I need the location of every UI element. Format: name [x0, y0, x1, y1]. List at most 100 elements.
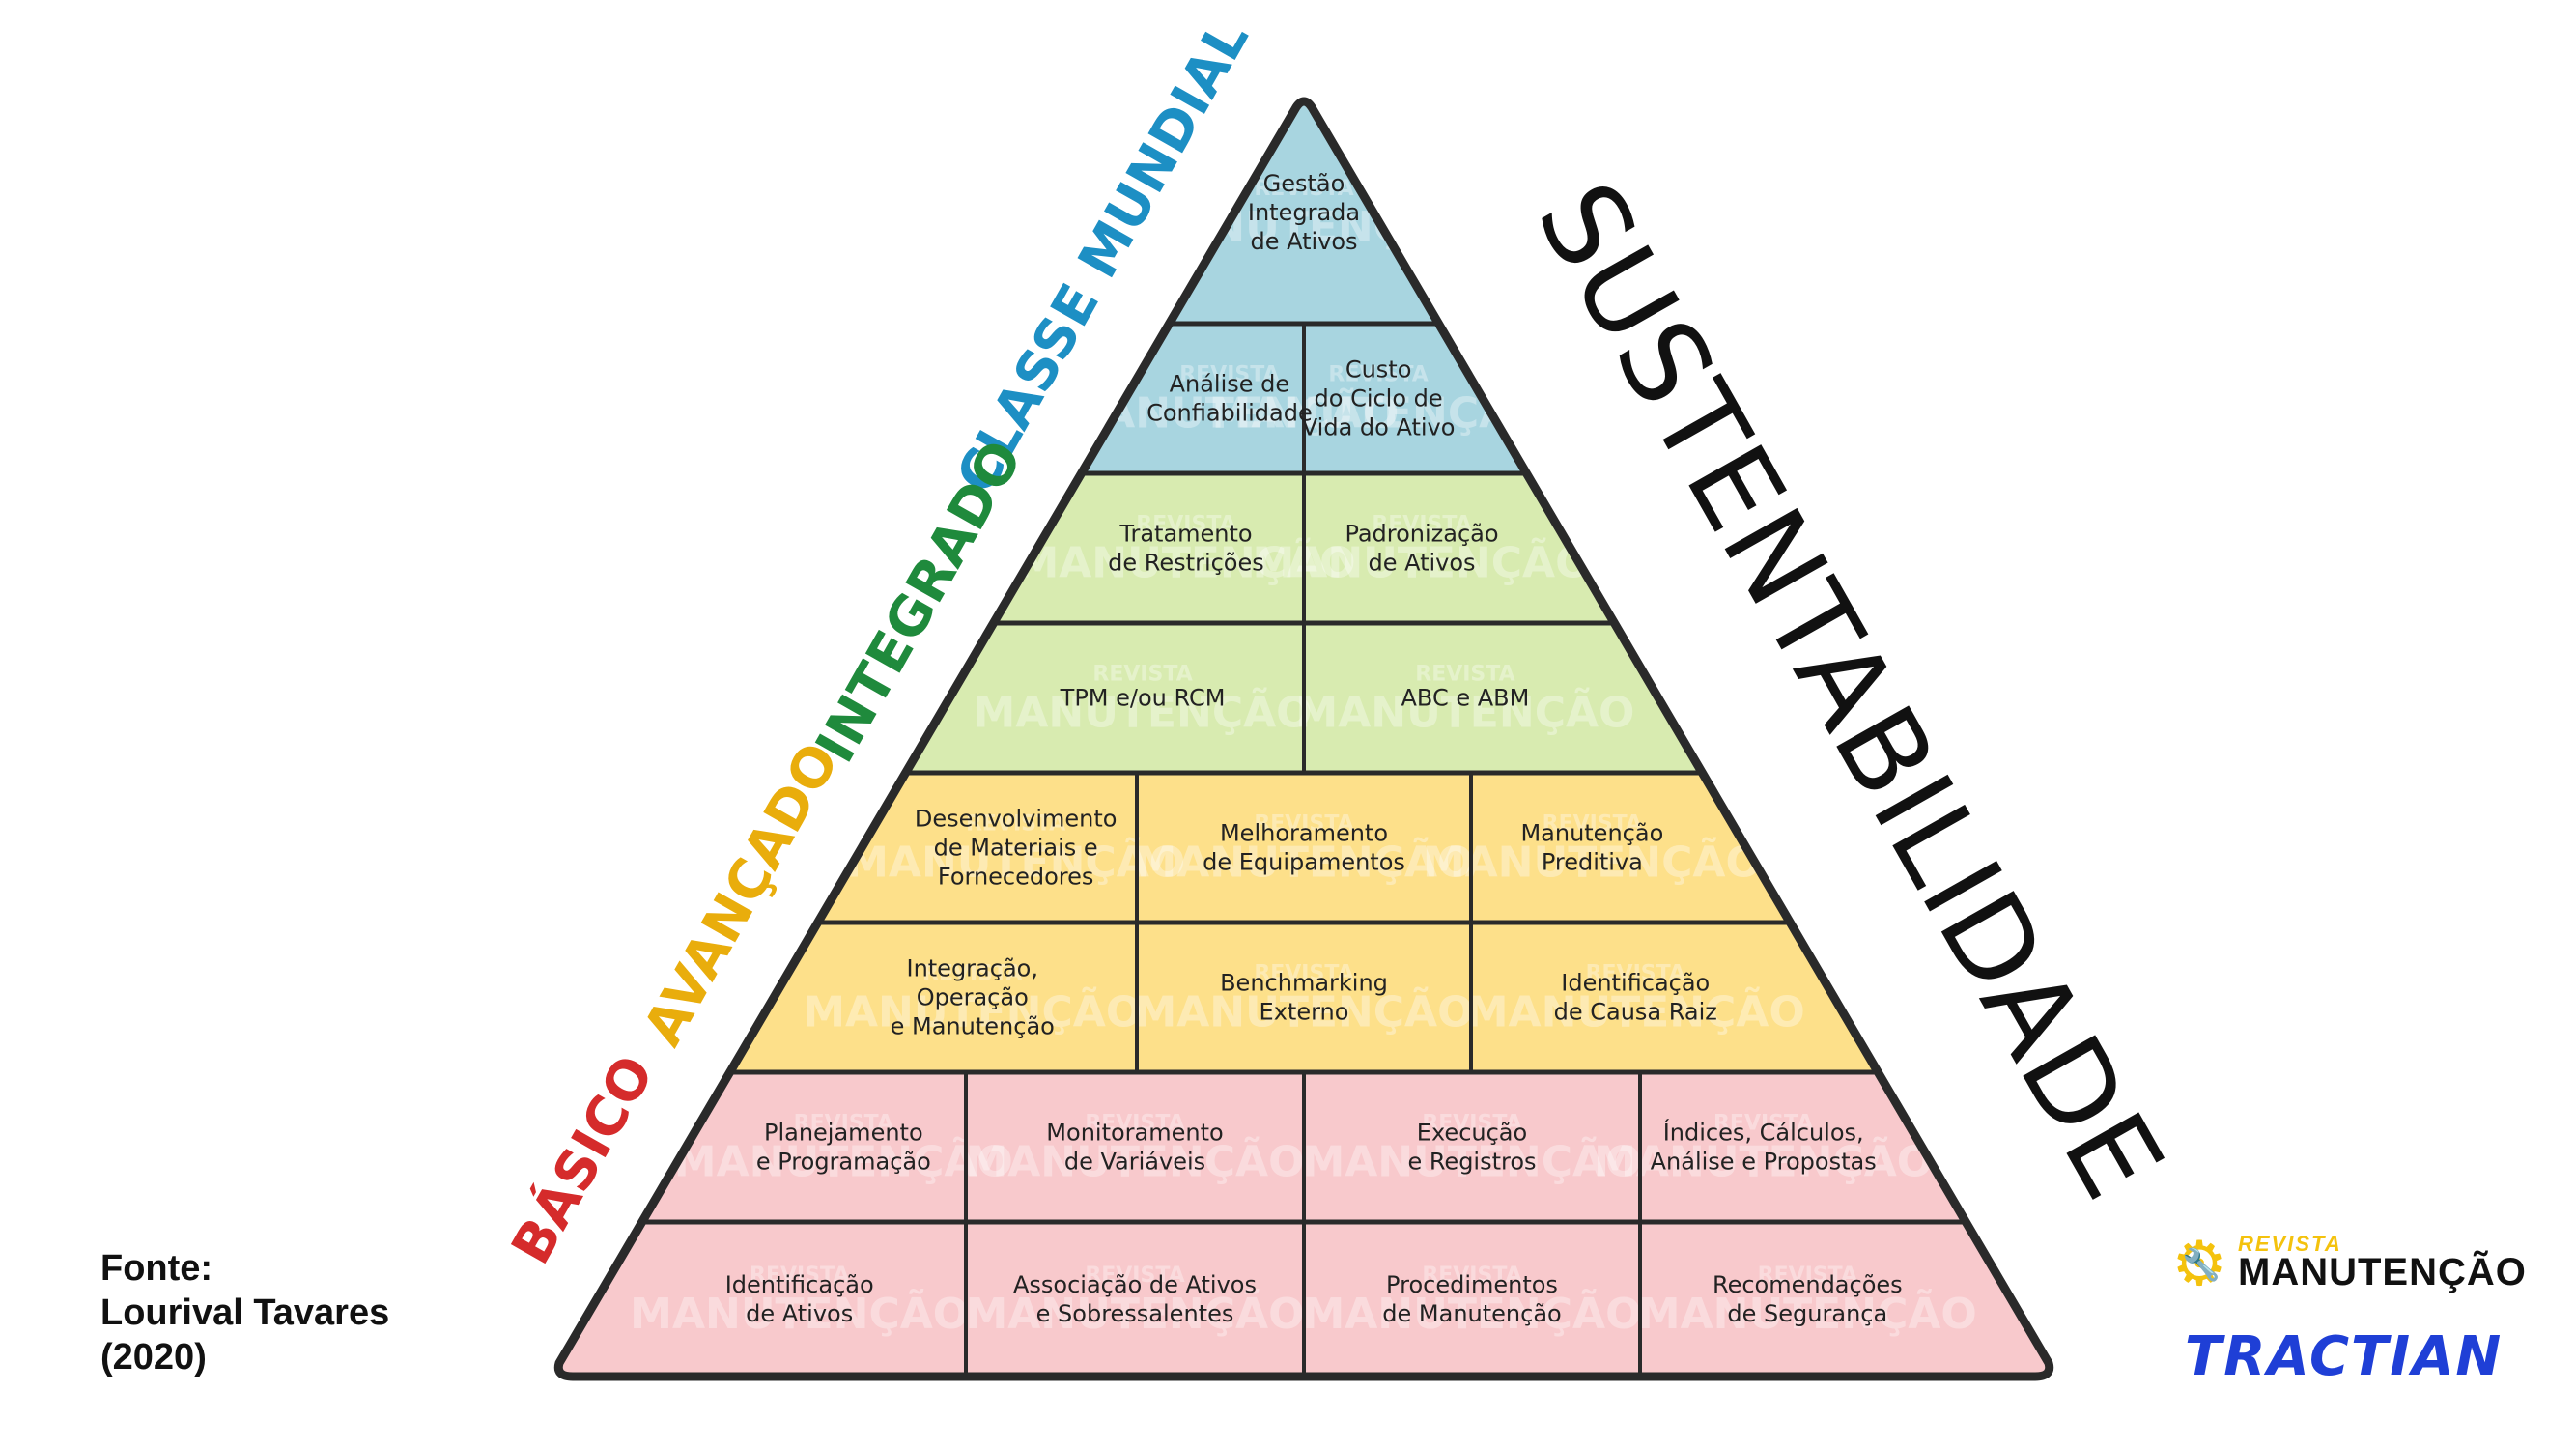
watermark-revista: REVISTA [966, 812, 1065, 837]
source-line-3: (2020) [100, 1337, 207, 1378]
logo-revista-text: REVISTA [2238, 1232, 2342, 1256]
cell-text-line: Integrada [1248, 199, 1360, 226]
source-line-2: Lourival Tavares [100, 1293, 390, 1333]
watermark-manutencao: MANUTENÇÃO [1302, 1136, 1641, 1187]
cell-text-line: Tratamento [1118, 521, 1252, 548]
cell-text-line: Identificação [725, 1271, 874, 1298]
cell-text-line: Benchmarking [1220, 970, 1388, 997]
cell-text-line: e Manutenção [891, 1013, 1055, 1040]
watermark-revista: REVISTA [794, 1112, 893, 1136]
cell-text-line: Análise e Propostas [1651, 1149, 1877, 1176]
watermark-manutencao: MANUTENÇÃO [1466, 986, 1805, 1037]
cell-text-line: de Restrições [1108, 550, 1264, 577]
watermark-revista: REVISTA [1422, 1112, 1521, 1136]
watermark-revista: REVISTA [1758, 1264, 1857, 1288]
watermark-manutencao: MANUTENÇÃO [965, 1136, 1304, 1187]
watermark-manutencao: MANUTENÇÃO [1423, 837, 1762, 888]
cell-text-line: Integração, [906, 955, 1038, 982]
watermark-manutencao: MANUTENÇÃO [630, 1288, 969, 1339]
cell-text-line: Vida do Ativo [1302, 414, 1456, 441]
cell-text-line: Preditiva [1542, 849, 1643, 876]
cell-text-line: Gestão [1263, 170, 1345, 197]
watermark-manutencao: MANUTENÇÃO [1302, 1288, 1641, 1339]
cell-text-line: de Ativos [1250, 228, 1357, 255]
cell-text-line: e Sobressalentes [1036, 1300, 1234, 1327]
cell-text-line: Planejamento [764, 1120, 923, 1147]
watermark-manutencao: MANUTENÇÃO [846, 837, 1185, 888]
cell-text-line: Análise de [1170, 371, 1290, 398]
watermark-revista: REVISTA [1328, 363, 1428, 387]
cell-text-line: e Programação [756, 1149, 931, 1176]
revista-manutencao-logo: ⚙ 🔧 REVISTA MANUTENÇÃO [2168, 1229, 2526, 1309]
watermark-manutencao: MANUTENÇÃO [974, 687, 1313, 738]
watermark-revista: REVISTA [1136, 513, 1235, 537]
watermark-revista: REVISTA [1586, 962, 1685, 986]
watermark-manutencao: MANUTENÇÃO [1638, 1288, 1977, 1339]
cell-text-line: Operação [917, 984, 1029, 1011]
pyramid-cell-basico: Índices, Cálculos,Análise e Propostas [1651, 1119, 1877, 1176]
watermark-manutencao: MANUTENÇÃO [803, 986, 1142, 1037]
watermark-manutencao: MANUTENÇÃO [1594, 1136, 1933, 1187]
cell-text-line: Identificação [1561, 970, 1710, 997]
pyramid-cell-integrado: TPM e/ou RCM [1060, 685, 1226, 712]
watermark-revista: REVISTA [1254, 812, 1353, 837]
wrench-icon: 🔧 [2182, 1246, 2221, 1283]
cell-text-line: de Ativos [1368, 550, 1475, 577]
cell-text-line: de Ativos [746, 1300, 853, 1327]
watermark-revista: REVISTA [1372, 513, 1471, 537]
cell-text-line: Confiabilidade [1146, 400, 1313, 427]
cell-text-line: Externo [1260, 999, 1349, 1026]
cell-text-line: Associação de Ativos [1013, 1271, 1257, 1298]
cell-text-line: Recomendações [1713, 1271, 1903, 1298]
watermark-manutencao: MANUTENÇÃO [1295, 687, 1634, 738]
pyramid-cell-integrado: ABC e ABM [1401, 685, 1530, 712]
pyramid-grid-lines [558, 321, 2050, 1377]
cell-text-line: Desenvolvimento [915, 806, 1118, 833]
source-citation: Fonte: Lourival Tavares (2020) [100, 1246, 389, 1379]
cell-text-line: Padronização [1345, 521, 1498, 548]
gear-icon: ⚙ [2171, 1229, 2227, 1300]
watermark-revista: REVISTA [1179, 363, 1279, 387]
cell-text-line: de Causa Raiz [1554, 999, 1717, 1026]
watermark-manutencao: MANUTENÇÃO [674, 1136, 1013, 1187]
cell-text-line: do Ciclo de [1315, 385, 1443, 412]
cell-text-line: Procedimentos [1386, 1271, 1558, 1298]
cell-text-line: de Segurança [1727, 1300, 1887, 1327]
watermark-revista: REVISTA [1713, 1112, 1813, 1136]
watermark-revista: REVISTA [1415, 663, 1514, 687]
watermark-manutencao: MANUTENÇÃO [1134, 986, 1473, 1037]
cell-text-line: de Variáveis [1064, 1149, 1205, 1176]
watermark-revista: REVISTA [1092, 663, 1192, 687]
cell-text-line: Fornecedores [938, 864, 1094, 891]
watermark-revista: REVISTA [1254, 177, 1353, 201]
logo-manutencao-text: MANUTENÇÃO [2238, 1251, 2527, 1293]
cell-text-line: Índices, Cálculos, [1663, 1119, 1864, 1147]
watermark-manutencao: MANUTENÇÃO [1252, 537, 1591, 588]
cell-text-line: Custo [1345, 356, 1412, 384]
watermark-revista: REVISTA [1254, 962, 1353, 986]
watermark-layer: REVISTAMANUTENÇÃOREVISTAMANUTENÇÃOREVIST… [630, 177, 1977, 1339]
watermark-manutencao: MANUTENÇÃO [1134, 837, 1473, 888]
watermark-revista: REVISTA [1085, 1112, 1184, 1136]
cell-text-line: de Materiais e [934, 835, 1098, 862]
cell-text-line: de Equipamentos [1203, 849, 1405, 876]
watermark-revista: REVISTA [1085, 1264, 1184, 1288]
watermark-manutencao: MANUTENÇÃO [965, 1288, 1304, 1339]
